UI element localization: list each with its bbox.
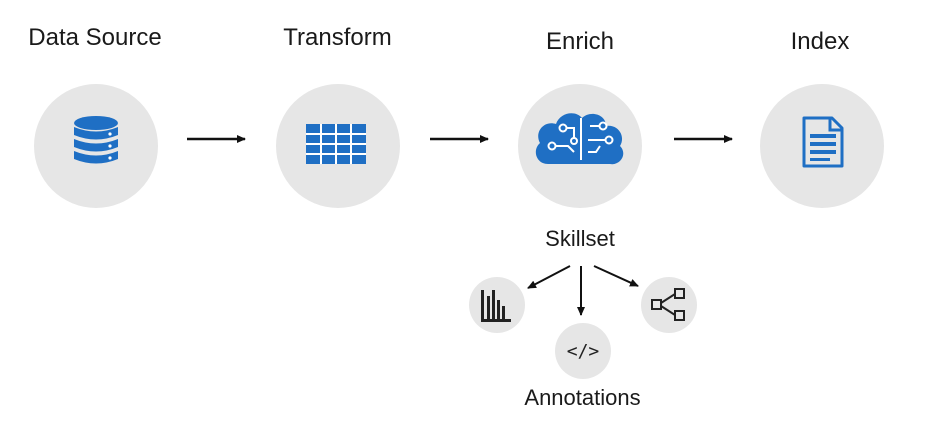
stage-label-index: Index [790,28,850,55]
hierarchy-icon [651,288,685,321]
stage-label-enrich: Enrich [545,28,615,55]
brain-cloud-icon [535,113,624,165]
circle-code [555,323,611,379]
annotations-label: Annotations [524,385,641,410]
circle-graph [641,277,697,333]
stage-label-transform: Transform [283,24,392,51]
skillset-label: Skillset [545,226,615,251]
arrow-skillset-to-graph [593,265,639,287]
arrow-skillset-to-chart [527,265,571,289]
database-icon [74,116,118,164]
table-grid-icon [306,124,366,164]
document-icon [802,116,844,168]
code-icon: </> [567,341,600,362]
bar-chart-icon [481,290,511,322]
stage-label-data-source: Data Source [28,24,162,51]
